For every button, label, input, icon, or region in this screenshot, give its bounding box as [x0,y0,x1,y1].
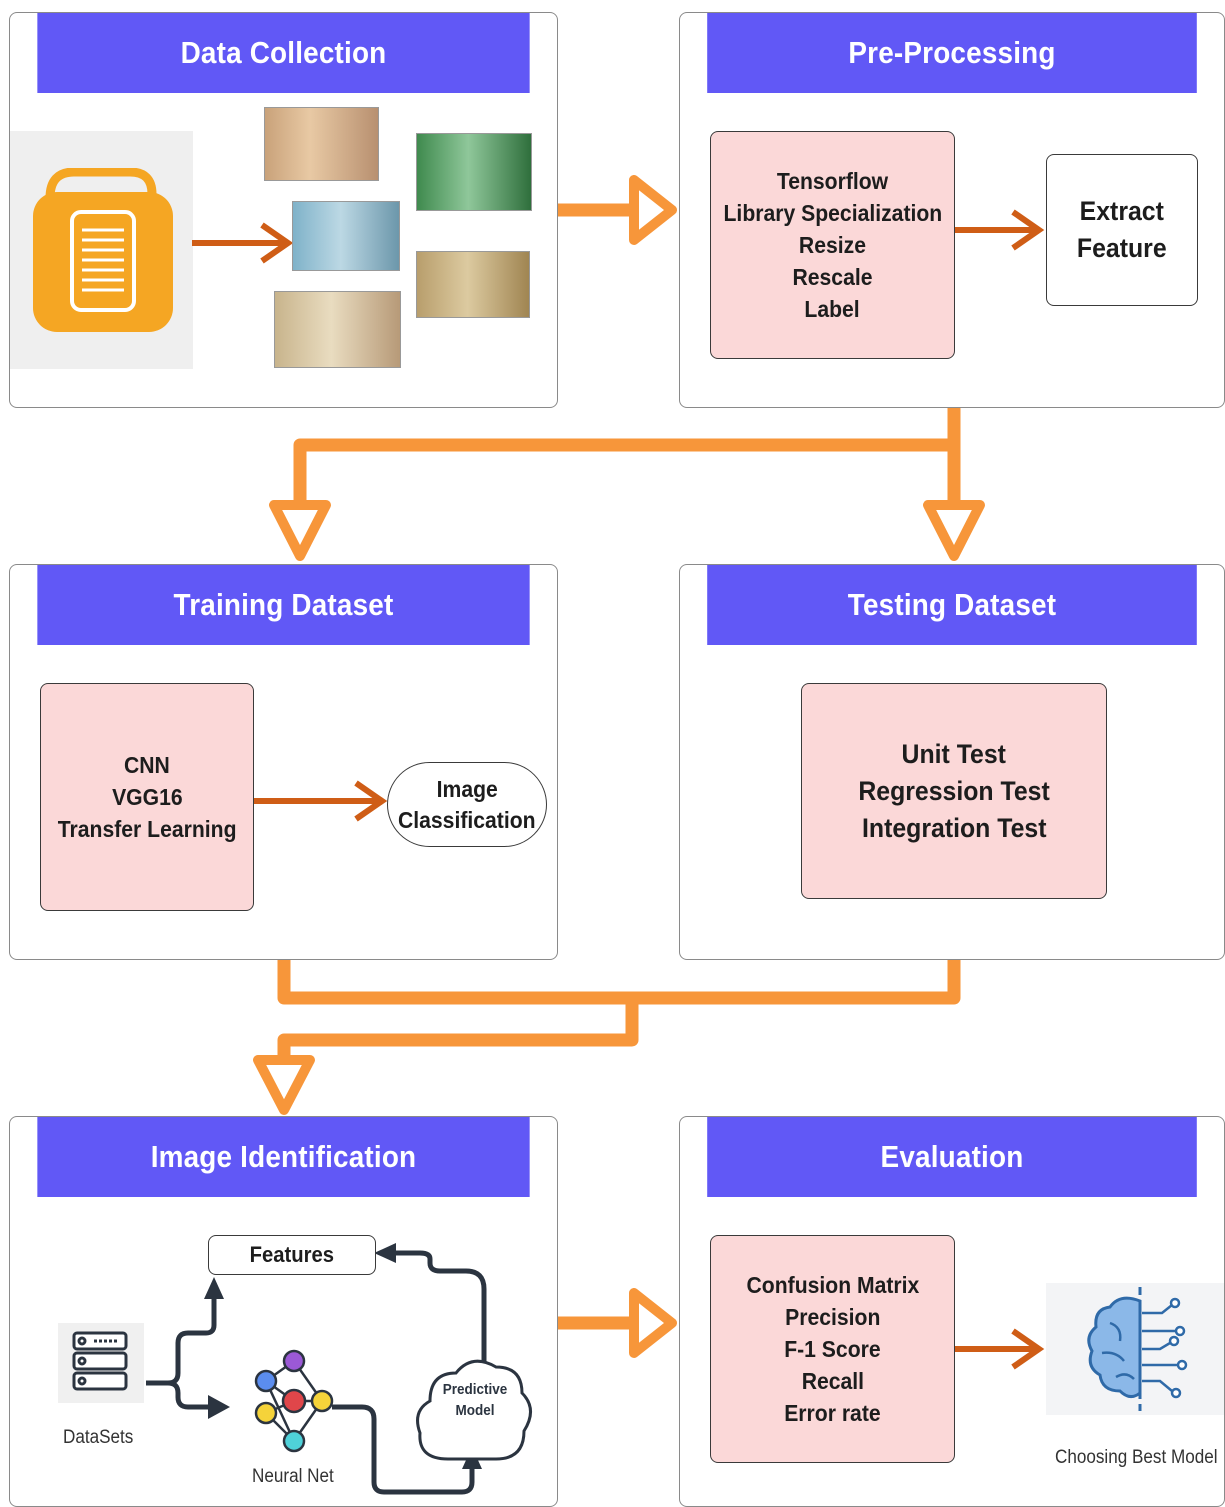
banknote-image-2 [292,201,400,271]
collection-arrow [192,222,294,264]
panel-title-image-identification: Image Identification [37,1117,530,1197]
flow-line-merge [277,960,961,1005]
evaluation-metric: Error rate [784,1400,881,1426]
extract-feature-box: Extract Feature [1046,154,1198,306]
features-label-box: Features [208,1235,376,1275]
panel-title-training-dataset: Training Dataset [37,565,530,645]
banknote-image-4 [416,133,532,211]
image-classification-box: Image Classification [387,762,547,847]
panel-title-evaluation: Evaluation [707,1117,1197,1197]
evaluation-metrics-box: Confusion Matrix Precision F-1 Score Rec… [710,1235,955,1463]
flow-line-preprocessing-split [293,407,961,502]
document-folder-icon [33,168,173,332]
banknote-image-1 [264,107,379,181]
arrowhead-to-preprocessing [629,175,677,245]
evaluation-metric: Precision [784,1304,881,1330]
panel-evaluation: Evaluation Confusion Matrix Precision F-… [679,1116,1225,1507]
predictive-model-line: Model [455,1402,495,1419]
predictive-model-line: Predictive [442,1381,508,1398]
datasets-label: DataSets [63,1427,134,1448]
preprocessing-arrow [955,209,1045,251]
training-method: CNN [124,752,170,778]
cloud-shape [416,1359,532,1461]
panel-training-dataset: Training Dataset CNN VGG16 Transfer Lear… [9,564,558,960]
extract-feature-line: Extract [1079,196,1165,226]
panel-testing-dataset: Testing Dataset Unit Test Regression Tes… [679,564,1225,960]
panel-title-pre-processing: Pre-Processing [707,13,1197,93]
testing-method: Integration Test [861,812,1047,843]
evaluation-metric: Recall [801,1368,864,1394]
training-method: Transfer Learning [57,816,237,842]
testing-method: Unit Test [901,738,1007,769]
panel-title-testing-dataset: Testing Dataset [707,565,1197,645]
panel-data-collection: Data Collection [9,12,558,408]
database-icon [72,1331,128,1391]
features-label: Features [249,1242,335,1267]
preprocessing-steps-box: Tensorflow Library Specialization Resize… [710,131,955,359]
evaluation-arrow [955,1328,1045,1370]
preprocessing-step: Label [804,296,861,322]
arrowhead-to-identification [253,1055,315,1115]
banknote-image-3 [274,291,401,368]
choosing-best-model-label: Choosing Best Model [1055,1447,1218,1468]
image-classification-line: Classification [398,806,536,833]
preprocessing-step: Resize [798,232,867,258]
training-methods-box: CNN VGG16 Transfer Learning [40,683,254,911]
preprocessing-step: Rescale [792,264,873,290]
image-classification-line: Image [436,775,498,802]
arrowhead-to-testing [923,500,985,561]
testing-methods-box: Unit Test Regression Test Integration Te… [801,683,1107,899]
preprocessing-step: Library Specialization [723,200,942,226]
arrowhead-to-training [269,500,331,561]
testing-method: Regression Test [858,775,1050,806]
neural-net-icon [254,1349,334,1453]
panel-image-identification: Image Identification [9,1116,558,1507]
training-method: VGG16 [111,784,183,810]
training-arrow [254,780,388,822]
extract-feature-line: Feature [1077,233,1167,263]
preprocessing-step: Tensorflow [776,168,889,194]
neural-net-label: Neural Net [252,1466,334,1487]
brain-icon [1087,1287,1188,1411]
banknote-image-5 [416,251,530,318]
arrowhead-to-evaluation [629,1288,677,1358]
evaluation-metric: F-1 Score [784,1336,881,1362]
panel-title-data-collection: Data Collection [37,13,530,93]
panel-pre-processing: Pre-Processing Tensorflow Library Specia… [679,12,1225,408]
identification-flow [58,1243,532,1495]
evaluation-metric: Confusion Matrix [746,1272,919,1298]
predictive-model-label: Predictive Model [430,1379,520,1421]
flow-line-merge-to-identification [277,998,639,1058]
